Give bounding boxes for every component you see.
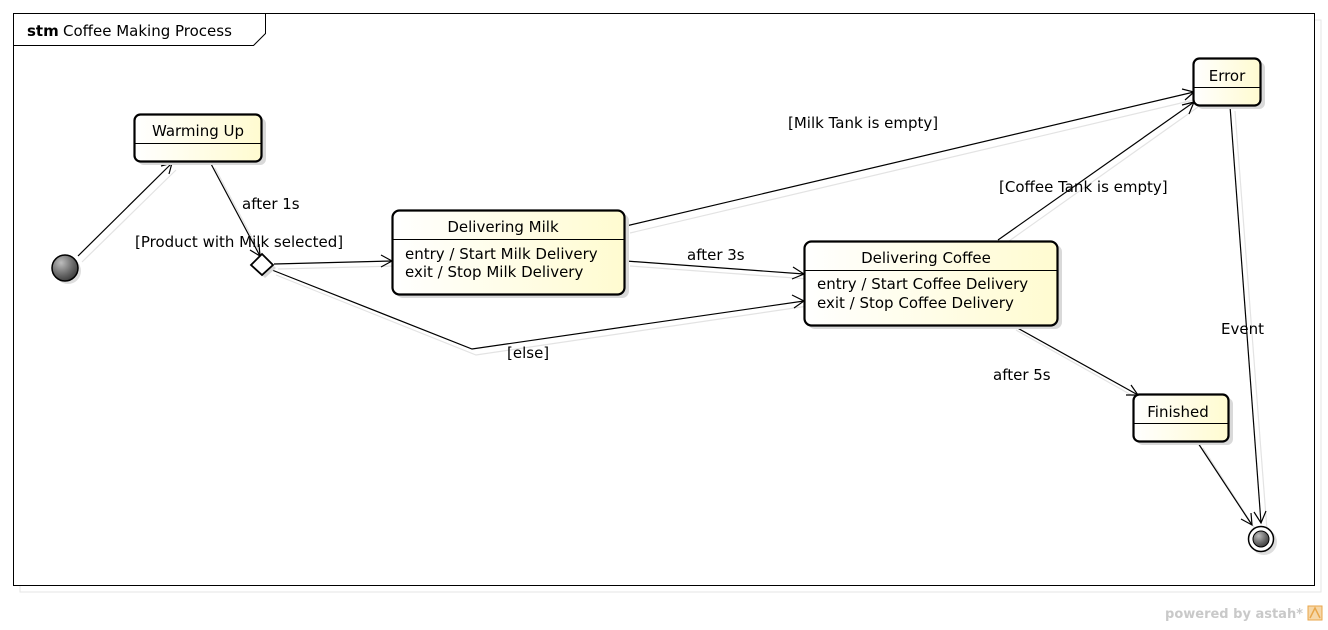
state-name: Error — [1209, 67, 1246, 85]
exit-action: exit / Stop Milk Delivery — [405, 263, 583, 281]
transition-initial-warming — [77, 162, 173, 257]
frame-title: Coffee Making Process — [63, 22, 232, 40]
state-name: Delivering Coffee — [861, 249, 991, 267]
state-delivering-milk: Delivering Milk entry / Start Milk Deliv… — [391, 209, 629, 298]
transition-milk-selected — [273, 260, 393, 265]
label-event: Event — [1221, 320, 1264, 338]
state-name: Warming Up — [152, 122, 244, 140]
label-after-3s: after 3s — [687, 246, 745, 264]
transition-finished-final — [1197, 442, 1253, 526]
transition-event — [1229, 105, 1262, 524]
astah-footer: powered by astah* — [1165, 605, 1323, 622]
transition-milk-empty — [625, 91, 1195, 227]
powered-by-text: powered by astah* — [1165, 607, 1303, 622]
state-name: Finished — [1147, 403, 1208, 421]
label-milk-selected: [Product with Milk selected] — [135, 233, 343, 251]
initial-node — [51, 254, 81, 284]
label-else: [else] — [507, 344, 549, 362]
label-after-5s: after 5s — [993, 366, 1051, 384]
frame-keyword: stm — [27, 22, 59, 40]
entry-action: entry / Start Milk Delivery — [405, 245, 598, 263]
state-delivering-coffee: Delivering Coffee entry / Start Coffee D… — [803, 240, 1062, 329]
state-finished: Finished — [1132, 393, 1233, 445]
state-name: Delivering Milk — [447, 218, 559, 236]
state-warming-up: Warming Up — [133, 113, 266, 165]
label-coffee-empty: [Coffee Tank is empty] — [999, 178, 1168, 196]
final-node — [1247, 525, 1277, 555]
choice-node — [249, 252, 276, 278]
astah-logo-icon — [1307, 605, 1323, 621]
transition-after-3s — [625, 260, 805, 275]
transition-coffee-empty — [997, 101, 1195, 241]
frame: stm Coffee Making Process — [13, 13, 1322, 593]
transition-else — [271, 269, 805, 350]
label-after-1s: after 1s — [242, 195, 300, 213]
exit-action: exit / Stop Coffee Delivery — [817, 294, 1014, 312]
label-milk-empty: [Milk Tank is empty] — [788, 114, 938, 132]
state-error: Error — [1192, 57, 1265, 109]
entry-action: entry / Start Coffee Delivery — [817, 275, 1028, 293]
transition-after-5s — [1011, 324, 1139, 396]
transition-after-1s — [209, 161, 261, 257]
transition-labels: after 1s [Product with Milk selected] [e… — [135, 114, 1264, 384]
